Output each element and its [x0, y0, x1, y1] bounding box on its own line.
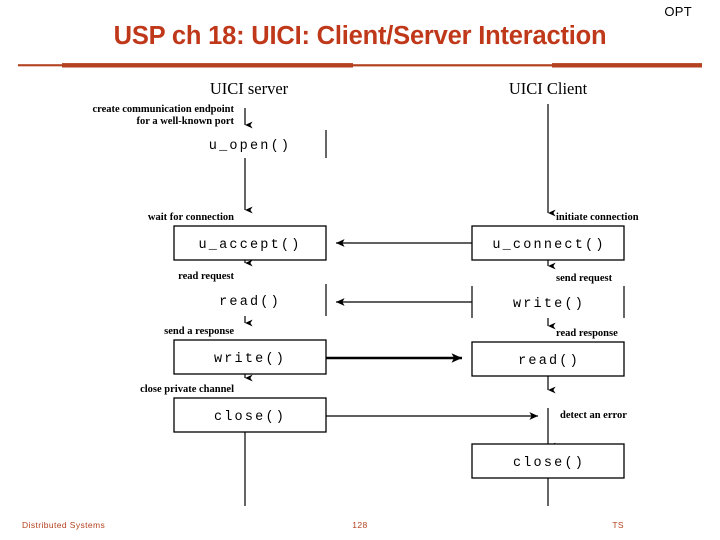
client-step-read: read response read(): [471, 328, 625, 377]
server-step-read: read request read(): [174, 271, 327, 316]
server-step-u-open: create communication endpoint for a well…: [92, 104, 327, 158]
client-call-read: read(): [518, 354, 580, 369]
client-box-close: [471, 443, 625, 479]
server-note-3-line1: send a response: [164, 326, 234, 337]
uici-sequence-diagram: UICI server UICI Client create communica…: [92, 79, 639, 506]
client-box-write: [472, 286, 624, 318]
client-call-close: close(): [513, 456, 585, 471]
client-step-close: detect an error close(): [471, 410, 627, 479]
client-step-write: send request write(): [471, 273, 625, 318]
server-note-2-line1: read request: [178, 271, 234, 282]
server-box-close: [173, 397, 327, 433]
server-call-u-open: u_open(): [209, 139, 291, 154]
footer-left: Distributed Systems: [22, 520, 106, 530]
column-heading-client: UICI Client: [509, 79, 588, 98]
server-box-u-open: [174, 130, 326, 158]
client-note-0-line1: initiate connection: [556, 212, 639, 223]
server-note-0-line2: for a well-known port: [136, 116, 234, 127]
server-note-4-line1: close private channel: [140, 384, 234, 395]
client-note-3-line1: detect an error: [560, 410, 627, 421]
client-call-u-connect: u_connect(): [492, 238, 605, 253]
server-call-write: write(): [214, 352, 286, 367]
client-box-read: [471, 341, 625, 377]
footer-page-number: 128: [352, 520, 368, 530]
server-box-write: [173, 339, 327, 375]
server-step-close: close private channel close(): [140, 384, 327, 433]
title-divider: [18, 63, 702, 68]
server-step-write: send a response write(): [164, 326, 327, 375]
server-note-1-line1: wait for connection: [148, 212, 234, 223]
server-box-read: [174, 284, 326, 316]
server-call-read: read(): [219, 295, 281, 310]
column-heading-server: UICI server: [210, 79, 289, 98]
client-note-1-line1: send request: [556, 273, 613, 284]
page-title: USP ch 18: UICI: Client/Server Interacti…: [113, 22, 607, 50]
client-call-write: write(): [513, 297, 585, 312]
client-step-u-connect: initiate connection u_connect(): [471, 212, 639, 261]
server-box-u-accept: [173, 225, 327, 261]
server-call-u-accept: u_accept(): [198, 238, 301, 253]
client-note-2-line1: read response: [556, 328, 618, 339]
footer-right: TS: [612, 520, 624, 530]
server-step-u-accept: wait for connection u_accept(): [148, 212, 327, 261]
corner-label: OPT: [664, 4, 692, 19]
server-note-0-line1: create communication endpoint: [92, 104, 234, 115]
client-box-u-connect: [471, 225, 625, 261]
server-call-close: close(): [214, 410, 286, 425]
